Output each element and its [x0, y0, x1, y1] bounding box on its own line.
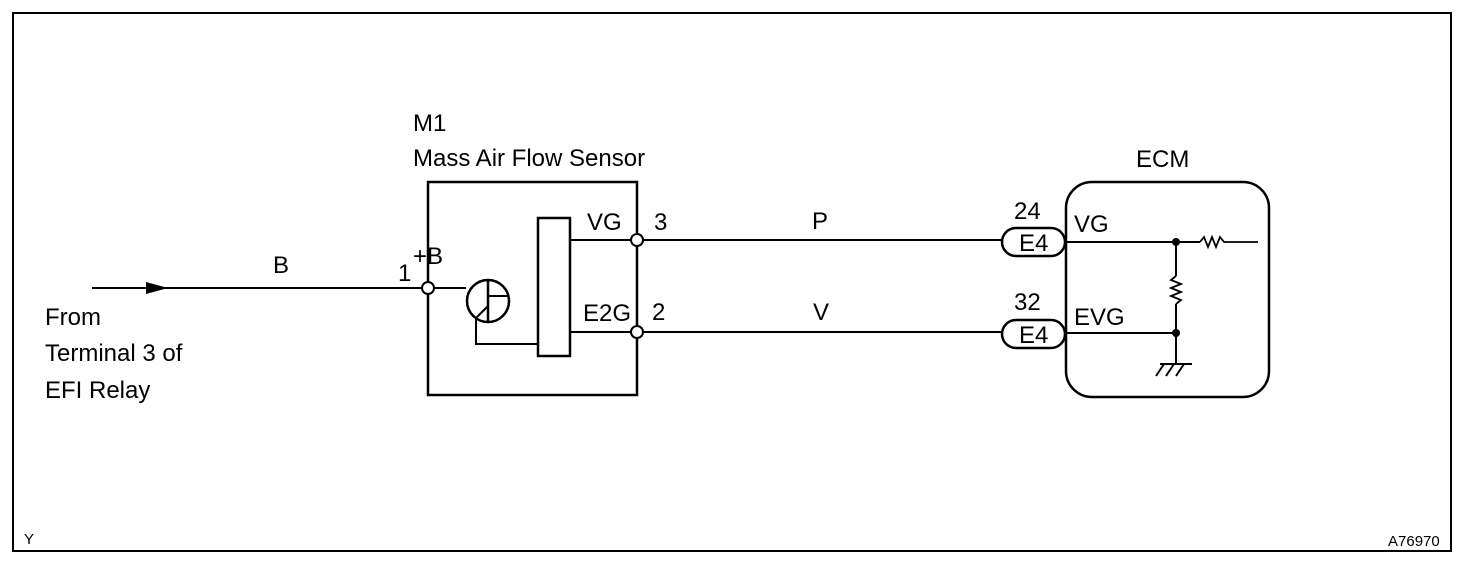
source-line-1: From	[45, 304, 101, 331]
sensor-name: Mass Air Flow Sensor	[413, 145, 645, 172]
sensor-internal-circuit	[434, 216, 631, 358]
input-wire	[92, 282, 422, 294]
ecm-pin-evg: 32	[1014, 289, 1041, 316]
resistor-icon	[1168, 275, 1184, 305]
diagram-frame	[12, 12, 1452, 552]
ecm-box	[1064, 180, 1271, 399]
source-wire-color: B	[273, 252, 289, 279]
connector-e4-evg	[1000, 318, 1067, 350]
terminal-2	[630, 325, 644, 339]
sensor-code: M1	[413, 110, 446, 137]
arrow-icon	[146, 282, 168, 294]
source-line-3: EFI Relay	[45, 377, 150, 404]
corner-label: Y	[24, 531, 34, 548]
resistor-icon	[1199, 234, 1258, 250]
sensor-pin-in: 1	[398, 260, 411, 287]
connector-e4-vg	[1000, 226, 1067, 258]
terminal-1	[421, 281, 435, 295]
ecm-connector-evg: E4	[1019, 322, 1048, 349]
sensor-term-e2g: E2G	[583, 300, 631, 327]
ecm-term-vg: VG	[1074, 211, 1109, 238]
wire-e2g-color: V	[813, 299, 829, 326]
wire-vg-color: P	[812, 208, 828, 235]
ecm-pin-vg: 24	[1014, 198, 1041, 225]
source-line-2: Terminal 3 of	[45, 340, 183, 367]
sensor-term-vg: VG	[587, 209, 622, 236]
figure-id: A76970	[1388, 533, 1440, 550]
terminal-3	[630, 233, 644, 247]
ecm-connector-vg: E4	[1019, 230, 1048, 257]
ecm-internal-circuit	[1066, 234, 1258, 377]
sensing-element	[536, 216, 572, 358]
ecm-title: ECM	[1136, 146, 1189, 173]
ground-icon	[1155, 363, 1192, 377]
sensor-supply-label: +B	[413, 243, 443, 270]
sensor-pin-vg: 3	[654, 209, 667, 236]
sensor-pin-e2g: 2	[652, 299, 665, 326]
ecm-term-evg: EVG	[1074, 304, 1125, 331]
